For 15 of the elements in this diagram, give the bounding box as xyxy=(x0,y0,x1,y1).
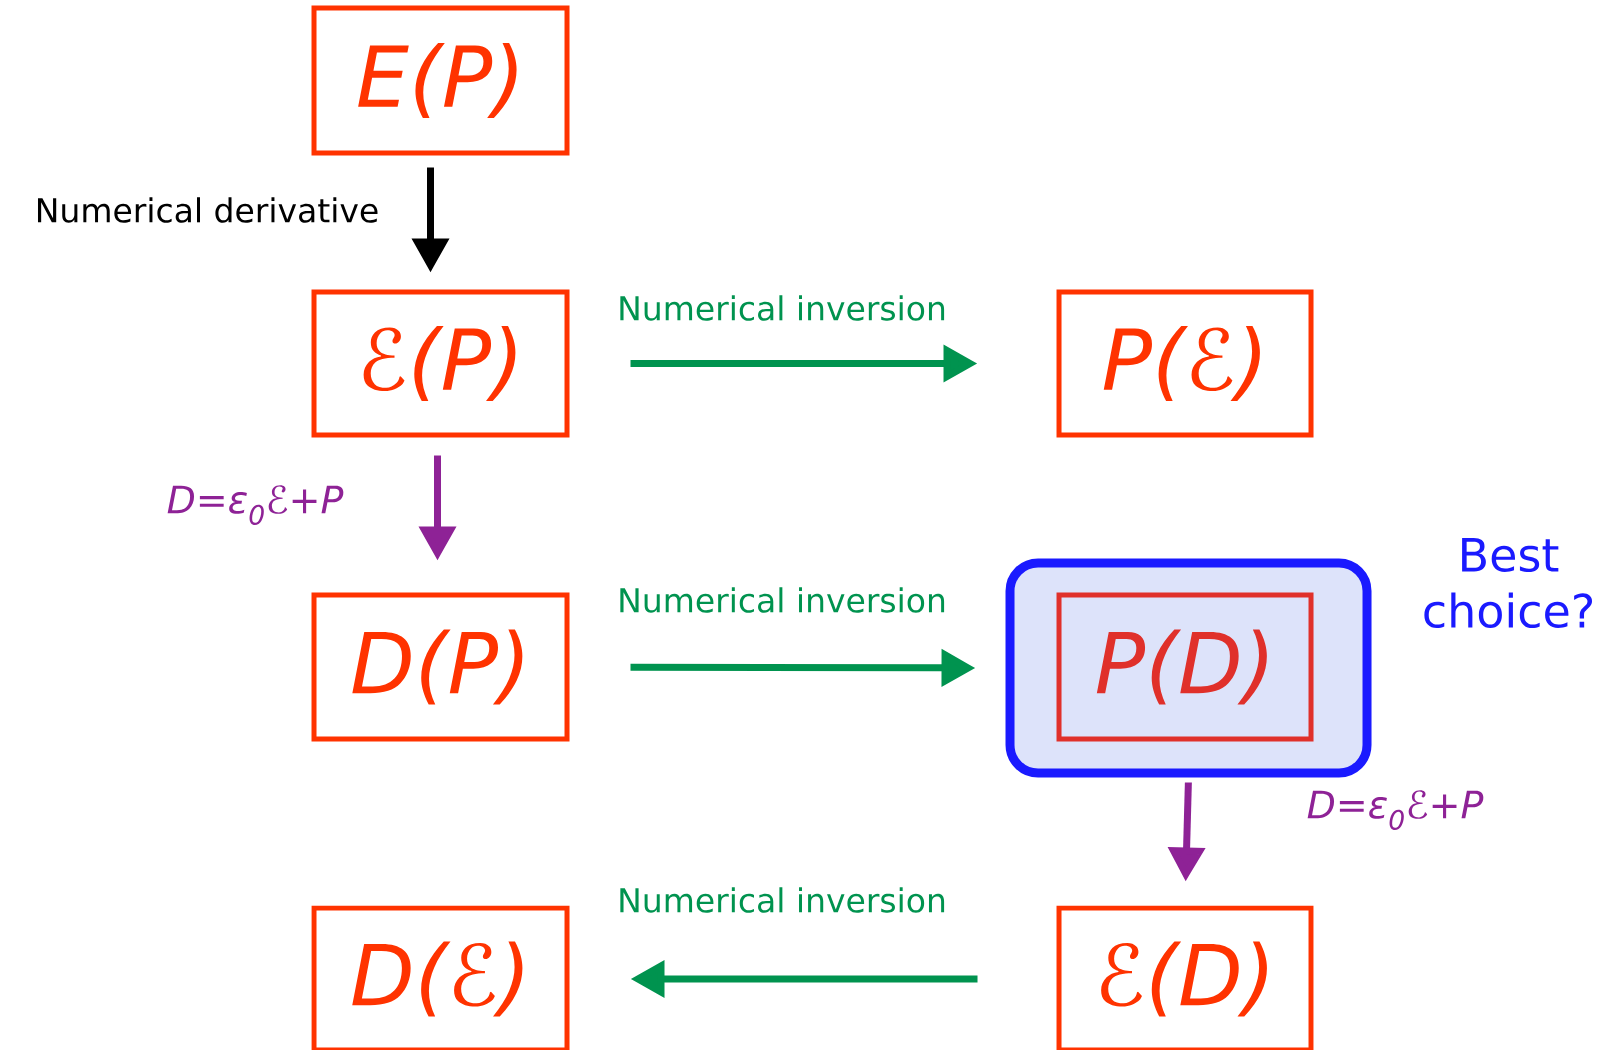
math-box: D(ℰ) xyxy=(311,905,570,1050)
edge-label: Numerical derivative xyxy=(38,197,378,223)
math-box: ℰ(D) xyxy=(1056,905,1314,1050)
math-box: P(D) xyxy=(1056,592,1314,742)
math-box: ℰ(P) xyxy=(311,289,570,438)
math-box: P(ℰ) xyxy=(1056,289,1314,438)
edge-label: Numerical inversion xyxy=(620,295,945,321)
edge-label: Numerical inversion xyxy=(620,587,945,613)
edge-label: D=ε$_{0}$ℰ+P xyxy=(1307,790,1484,830)
edge-label: D=ε$_{0}$ℰ+P xyxy=(167,485,344,525)
edge-label: Numerical inversion xyxy=(620,887,945,913)
highlight-box xyxy=(1005,558,1372,778)
math-box: E(P) xyxy=(311,5,570,156)
box-heading: Best choice? xyxy=(1424,537,1593,629)
math-box: D(P) xyxy=(311,592,570,742)
